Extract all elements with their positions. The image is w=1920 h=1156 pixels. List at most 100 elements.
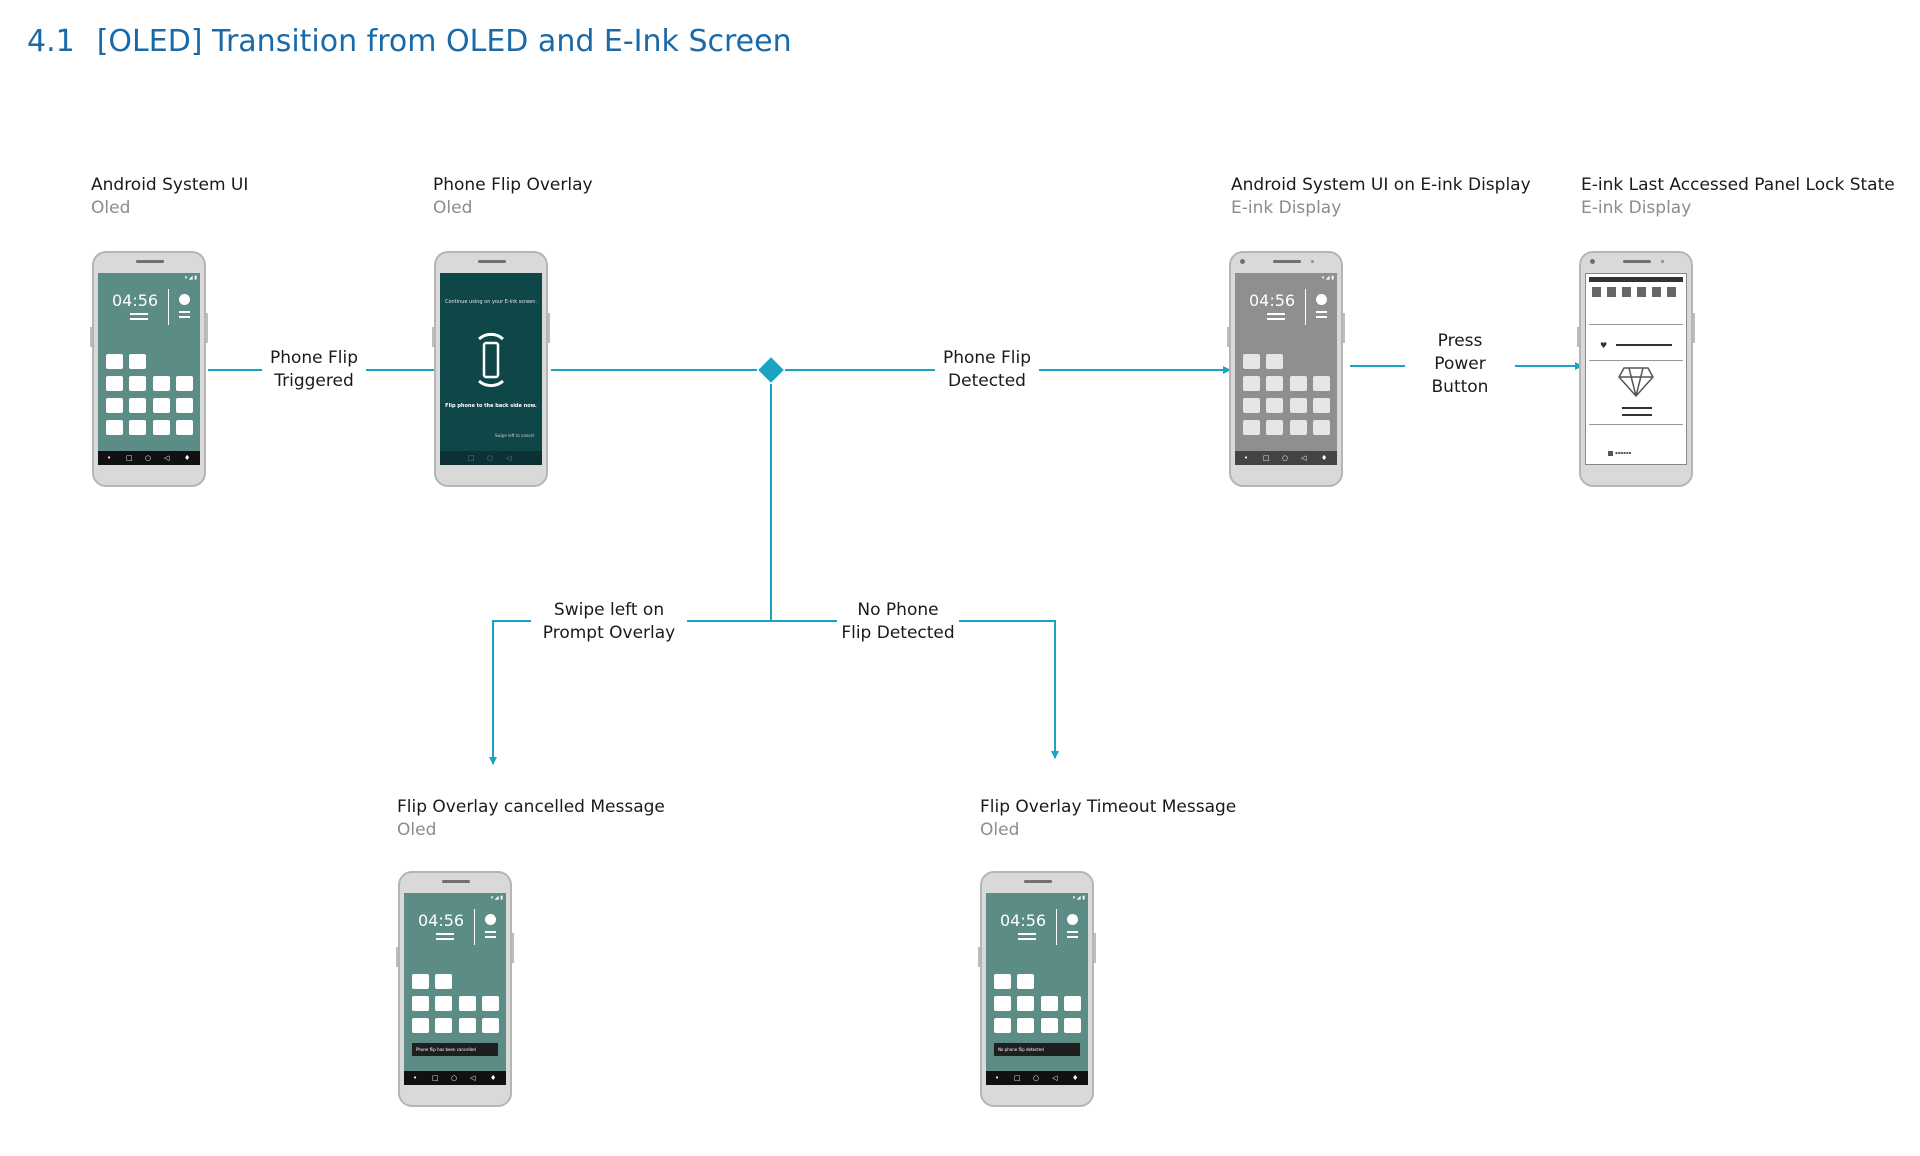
- oled-timeout-screen: ▾ ◢ ▮ 04:56 No phone flip detected • □ ○…: [986, 893, 1088, 1085]
- eink-lock-screen: ♥ ▪▪▪▪▪▪: [1585, 273, 1687, 465]
- app-icon[interactable]: [176, 420, 193, 435]
- app-icon[interactable]: [153, 376, 170, 391]
- status-bar-icon: ▾ ◢ ▮: [1072, 895, 1085, 901]
- app-icon[interactable]: [106, 398, 123, 413]
- home-icon[interactable]: ○: [1282, 454, 1289, 462]
- app-icon[interactable]: [1243, 420, 1260, 435]
- recents-icon[interactable]: □: [432, 1074, 439, 1082]
- app-icon[interactable]: [1313, 376, 1330, 391]
- phone-flip-overlay[interactable]: Continue using on your E-ink screen. Fli…: [432, 251, 550, 487]
- app-icon[interactable]: [459, 996, 476, 1011]
- node-label-phone-flip-overlay: Phone Flip Overlay Oled: [433, 175, 593, 218]
- app-icon[interactable]: [1313, 398, 1330, 413]
- app-icon[interactable]: [1313, 420, 1330, 435]
- app-icon[interactable]: [994, 974, 1011, 989]
- app-icon[interactable]: [1041, 1018, 1058, 1033]
- app-icon[interactable]: [1290, 420, 1307, 435]
- app-icon[interactable]: [129, 420, 146, 435]
- app-icon[interactable]: [482, 1018, 499, 1033]
- app-icon[interactable]: [412, 974, 429, 989]
- app-icon[interactable]: [153, 420, 170, 435]
- app-icon[interactable]: [1064, 996, 1081, 1011]
- back-icon[interactable]: ◁: [1052, 1074, 1058, 1082]
- app-icon[interactable]: [1017, 996, 1034, 1011]
- weather-icon: [1067, 914, 1078, 925]
- menu-icon[interactable]: •: [995, 1074, 1000, 1082]
- app-icon[interactable]: [129, 354, 146, 369]
- app-icon[interactable]: [435, 974, 452, 989]
- app-icon[interactable]: [1290, 398, 1307, 413]
- app-icon[interactable]: [1266, 420, 1283, 435]
- phone-eink-lock[interactable]: ♥ ▪▪▪▪▪▪: [1577, 251, 1695, 487]
- app-icon[interactable]: [412, 1018, 429, 1033]
- app-icon[interactable]: [1266, 398, 1283, 413]
- recents-icon[interactable]: □: [126, 454, 133, 462]
- app-icon[interactable]: [129, 376, 146, 391]
- home-icon[interactable]: ○: [451, 1074, 458, 1082]
- menu-icon[interactable]: •: [107, 454, 112, 462]
- diamond-icon[interactable]: ♦: [1321, 454, 1328, 462]
- status-bar-icon: ▾ ◢ ▮: [184, 275, 197, 281]
- app-icon[interactable]: [1064, 1018, 1081, 1033]
- app-icon[interactable]: [459, 1018, 476, 1033]
- app-icon[interactable]: [1266, 354, 1283, 369]
- flip-phone-icon: [478, 332, 504, 388]
- node-label-flip-timeout: Flip Overlay Timeout Message Oled: [980, 797, 1237, 840]
- nav-bar: • □ ○ ◁ ♦: [1235, 451, 1337, 465]
- phone-android-system-ui[interactable]: ▾ ◢ ▮ 04:56 • □ ○ ◁ ♦: [90, 251, 208, 487]
- home-icon[interactable]: ○: [487, 454, 494, 462]
- oled-cancelled-screen: ▾ ◢ ▮ 04:56 Phone flip has been cancelle…: [404, 893, 506, 1085]
- back-icon[interactable]: ◁: [1301, 454, 1307, 462]
- app-icon[interactable]: [106, 420, 123, 435]
- nav-bar: • □ ○ ◁ ♦: [986, 1071, 1088, 1085]
- app-icon[interactable]: [176, 376, 193, 391]
- diamond-icon: [1618, 367, 1654, 398]
- back-icon[interactable]: ◁: [470, 1074, 476, 1082]
- recents-icon[interactable]: □: [1263, 454, 1270, 462]
- diamond-icon[interactable]: ♦: [490, 1074, 497, 1082]
- speaker-icon: [1623, 260, 1651, 263]
- app-icon[interactable]: [129, 398, 146, 413]
- phone-android-eink[interactable]: ▾ ◢ ▮ 04:56 • □ ○ ◁ ♦: [1227, 251, 1345, 487]
- speaker-icon: [136, 260, 164, 263]
- recents-icon[interactable]: □: [1014, 1074, 1021, 1082]
- overlay-instruction-text: Flip phone to the back side now.: [445, 403, 537, 409]
- app-icon[interactable]: [994, 996, 1011, 1011]
- diamond-icon[interactable]: ♦: [184, 454, 191, 462]
- app-icon[interactable]: [1243, 398, 1260, 413]
- app-icon[interactable]: [1290, 376, 1307, 391]
- app-icon[interactable]: [482, 996, 499, 1011]
- app-icon[interactable]: [1041, 996, 1058, 1011]
- app-icon[interactable]: [1017, 1018, 1034, 1033]
- app-icon[interactable]: [1266, 376, 1283, 391]
- recents-icon[interactable]: □: [468, 454, 475, 462]
- app-icon[interactable]: [1243, 376, 1260, 391]
- home-icon[interactable]: ○: [145, 454, 152, 462]
- app-icon[interactable]: [106, 354, 123, 369]
- clock-text: 04:56: [1249, 291, 1296, 310]
- app-icon[interactable]: [435, 996, 452, 1011]
- back-icon[interactable]: ◁: [164, 454, 170, 462]
- nav-bar: □ ○ ◁: [440, 451, 542, 465]
- app-icon[interactable]: [412, 996, 429, 1011]
- clock-text: 04:56: [418, 911, 465, 930]
- menu-icon[interactable]: •: [1244, 454, 1249, 462]
- weather-icon: [179, 294, 190, 305]
- app-icon[interactable]: [435, 1018, 452, 1033]
- camera-icon: [1240, 259, 1245, 264]
- phone-flip-timeout[interactable]: ▾ ◢ ▮ 04:56 No phone flip detected • □ ○…: [978, 871, 1096, 1107]
- app-icon[interactable]: [1017, 974, 1034, 989]
- back-icon[interactable]: ◁: [506, 454, 512, 462]
- speaker-icon: [442, 880, 470, 883]
- diamond-icon[interactable]: ♦: [1072, 1074, 1079, 1082]
- app-icon[interactable]: [153, 398, 170, 413]
- menu-icon[interactable]: •: [413, 1074, 418, 1082]
- app-icon[interactable]: [1243, 354, 1260, 369]
- app-icon[interactable]: [176, 398, 193, 413]
- app-icon[interactable]: [106, 376, 123, 391]
- swipe-cancel-text[interactable]: Swipe left to cancel: [494, 433, 534, 438]
- app-icon[interactable]: [994, 1018, 1011, 1033]
- phone-flip-cancelled[interactable]: ▾ ◢ ▮ 04:56 Phone flip has been cancelle…: [396, 871, 514, 1107]
- home-icon[interactable]: ○: [1033, 1074, 1040, 1082]
- node-label-android-system-ui: Android System UI Oled: [91, 175, 249, 218]
